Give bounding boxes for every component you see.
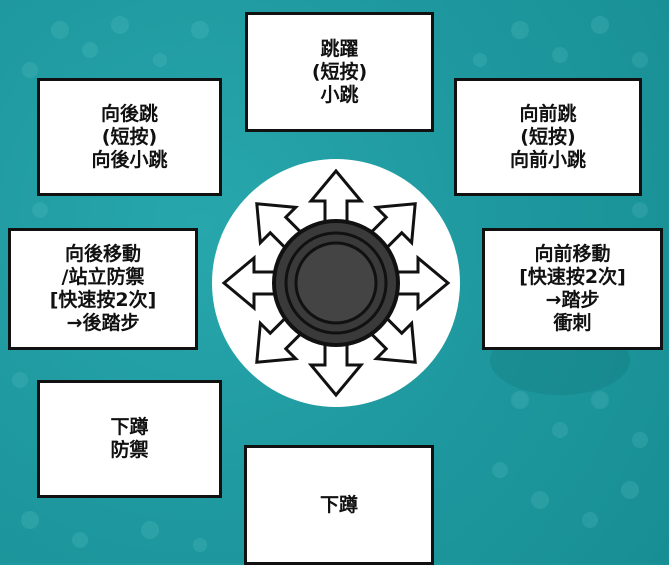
direction-down-back-box: 下蹲 防禦	[37, 380, 222, 498]
direction-up-back-label: 向後跳 (短按) 向後小跳	[91, 102, 168, 171]
direction-up-forward-box: 向前跳 (短按) 向前小跳	[454, 78, 642, 196]
direction-back-label: 向後移動 /站立防禦 [快速按2次] →後踏步	[49, 243, 157, 334]
direction-up-forward-label: 向前跳 (短按) 向前小跳	[509, 102, 586, 171]
direction-forward-label: 向前移動 [快速按2次] →踏步 衝刺	[519, 243, 626, 334]
direction-up-back-box: 向後跳 (短按) 向後小跳	[37, 78, 222, 196]
joystick-knob-inner	[294, 241, 378, 325]
direction-forward-box: 向前移動 [快速按2次] →踏步 衝刺	[482, 228, 663, 350]
direction-down-label: 下蹲	[319, 493, 358, 516]
direction-up-box: 跳躍 (短按) 小跳	[245, 12, 434, 132]
direction-up-label: 跳躍 (短按) 小跳	[311, 37, 368, 106]
direction-down-back-label: 下蹲 防禦	[110, 416, 149, 461]
direction-down-box: 下蹲	[244, 445, 434, 565]
direction-back-box: 向後移動 /站立防禦 [快速按2次] →後踏步	[8, 228, 198, 350]
joystick-knob-ring	[284, 231, 388, 335]
